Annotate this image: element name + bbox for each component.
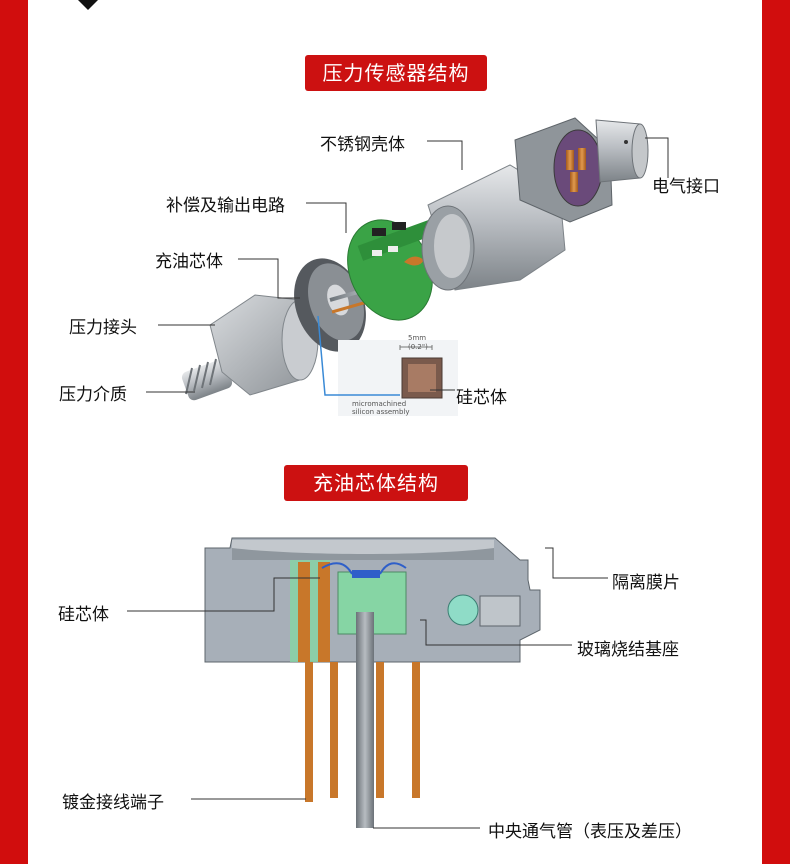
left-red-border [0,0,28,864]
section1-leader-lines [146,137,669,393]
label-pressure-medium: 压力介质 [59,385,127,405]
right-red-border [762,0,790,864]
oil-core-cross-section [204,537,541,663]
section-title-oil-core-structure: 充油芯体结构 [284,465,468,501]
label-glass-sintered-base: 玻璃烧结基座 [577,640,679,660]
silicon-die-inset: 5mm (0.2") micromachined silicon assembl… [317,315,458,416]
inset-caption-line2: silicon assembly [352,408,410,416]
label-steel-shell: 不锈钢壳体 [320,135,405,155]
center-vent-tube [356,612,374,828]
label-pressure-connector: 压力接头 [69,318,137,338]
label-silicon-die-top: 硅芯体 [456,388,507,408]
label-compensation-circuit: 补偿及输出电路 [166,196,285,216]
inset-scale-label: 5mm [408,334,426,342]
top-arrow-mark [78,0,98,10]
label-silicon-die-cross-section: 硅芯体 [58,605,109,625]
section2-leader-lines [127,547,608,829]
electrical-connector-part [514,117,649,223]
label-center-vent-tube: 中央通气管（表压及差压） [488,822,692,842]
label-oil-filled-core: 充油芯体 [155,252,223,272]
label-electrical-interface: 电气接口 [652,177,720,197]
compensation-pcb-part [347,219,437,321]
inset-scale-inch-label: (0.2") [408,343,428,351]
inset-caption-line1: micromachined [352,400,406,408]
section-title-sensor-structure: 压力传感器结构 [305,55,487,91]
label-gold-plated-pins: 镀金接线端子 [62,793,164,813]
label-isolation-diaphragm: 隔离膜片 [612,573,680,593]
gold-plated-pins [305,662,420,802]
